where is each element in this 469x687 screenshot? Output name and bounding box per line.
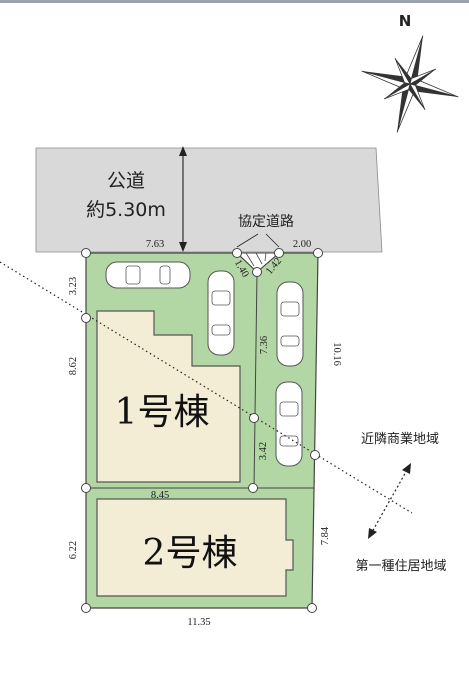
- dim-inner-vertical: 3.42: [258, 442, 269, 460]
- dim-mid-vertical: 7.36: [259, 336, 270, 354]
- car-icon: [105, 261, 191, 289]
- road-width-label: 約5.30m: [86, 199, 166, 221]
- car-icon: [207, 270, 235, 356]
- dim-top-right: 2.00: [293, 239, 311, 250]
- car-icon: [275, 381, 303, 467]
- hatch-2: [255, 252, 263, 265]
- double-arrow-icon: [368, 463, 411, 539]
- dim-left-mid: 8.62: [68, 357, 79, 375]
- survey-point: [274, 248, 284, 258]
- dim-mid-horizontal: 8.45: [151, 490, 169, 501]
- arrow-head-top: [179, 146, 187, 156]
- survey-point: [307, 603, 317, 613]
- survey-point: [232, 248, 242, 258]
- dim-top-left: 7.63: [146, 239, 164, 250]
- leader-line-2: [265, 233, 280, 248]
- dim-left-upper: 3.23: [68, 277, 79, 295]
- public-road: [35, 147, 383, 253]
- compass-rose-icon: [361, 35, 459, 133]
- survey-point: [81, 248, 91, 258]
- driveway-line: [253, 271, 258, 489]
- building-2: [96, 498, 294, 597]
- hatch-1: [245, 252, 255, 267]
- building-1: [96, 310, 241, 483]
- survey-point: [310, 450, 320, 460]
- survey-points: [81, 248, 323, 613]
- survey-point: [81, 483, 91, 493]
- agreement-road-label: 協定道路: [238, 214, 294, 230]
- leader-line-1: [236, 233, 259, 248]
- arrow-head-bottom: [179, 242, 187, 252]
- survey-point: [313, 248, 323, 258]
- survey-point: [249, 413, 259, 423]
- dim-left-lower: 6.22: [68, 541, 79, 559]
- survey-point: [81, 603, 91, 613]
- top-border: [0, 0, 469, 3]
- hatch-3: [264, 252, 267, 262]
- survey-point: [252, 267, 262, 277]
- car-icon: [276, 281, 304, 367]
- zone-commercial-label: 近隣商業地域: [361, 431, 439, 447]
- dim-right-lower: 7.84: [320, 526, 331, 545]
- building-1-label: 1号棟: [115, 392, 210, 433]
- zone-residential-label: 第一種住居地域: [355, 558, 446, 574]
- dim-right-upper: 10.16: [331, 342, 342, 366]
- building-2-label: 2号棟: [143, 533, 238, 574]
- survey-point: [81, 313, 91, 323]
- survey-point: [248, 483, 258, 493]
- dim-bottom: 11.35: [187, 617, 210, 628]
- road-label: 公道: [107, 170, 145, 192]
- north-label: N: [399, 12, 412, 30]
- agreement-road-area: [235, 252, 281, 273]
